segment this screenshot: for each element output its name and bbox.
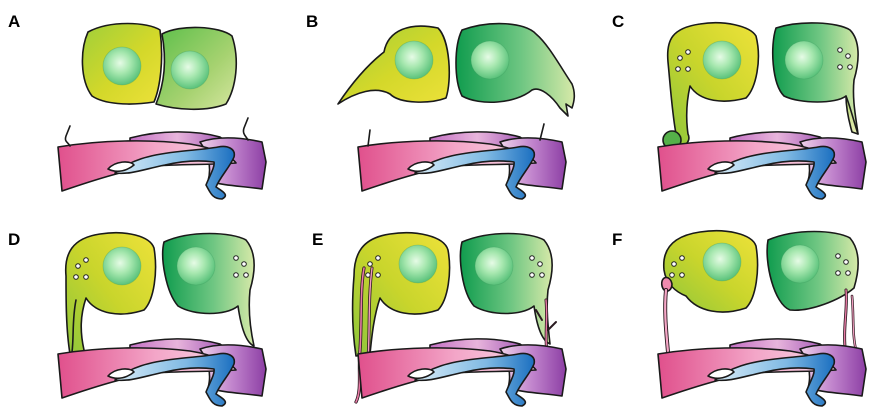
panel-label-e: E (312, 230, 323, 249)
pigment-cell-left (338, 26, 449, 104)
panel-label-c: C (612, 12, 624, 31)
filaments-left (665, 290, 668, 352)
fiber-bundle-f (658, 339, 866, 406)
panel-d: D (8, 230, 266, 406)
fiber-bundle-c (658, 132, 866, 199)
fiber-bundle-b (358, 124, 566, 199)
panel-e: E (312, 230, 566, 406)
pigment-cell-left (66, 233, 156, 358)
pigment-cell-left (82, 24, 161, 105)
panel-label-b: B (306, 12, 318, 31)
fiber-bundle-e (358, 339, 566, 406)
pigment-cell-left (662, 231, 758, 352)
panel-label-d: D (8, 230, 20, 249)
panel-c: C (612, 12, 866, 199)
panel-a: A (8, 12, 266, 199)
panel-b: B (306, 12, 574, 199)
pigment-cell-right (767, 232, 858, 357)
panel-label-f: F (612, 230, 622, 249)
pigment-cell-right (456, 24, 574, 116)
pigment-cell-right (156, 27, 236, 109)
panel-f: F (612, 230, 866, 406)
fiber-bundle-a (58, 118, 266, 199)
fiber-bundle-d (58, 339, 266, 406)
panel-label-a: A (8, 12, 20, 31)
pigment-cell-right (773, 23, 858, 134)
pigment-cell-left (663, 23, 758, 149)
pigment-cell-right (163, 234, 254, 347)
